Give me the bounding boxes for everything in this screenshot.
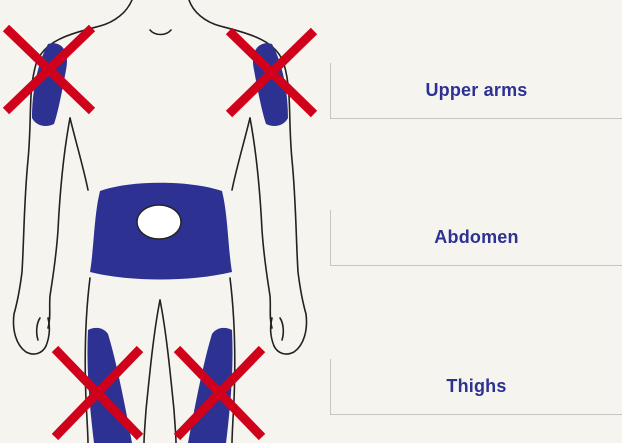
navel — [137, 205, 181, 239]
upper-arms-label-box: Upper arms — [330, 63, 622, 119]
abdomen-label-box: Abdomen — [330, 210, 622, 266]
thighs-label-box: Thighs — [330, 359, 622, 415]
upper-arms-label: Upper arms — [425, 80, 527, 101]
abdomen-label: Abdomen — [434, 227, 518, 248]
injection-areas — [32, 43, 288, 443]
thighs-label: Thighs — [446, 376, 506, 397]
